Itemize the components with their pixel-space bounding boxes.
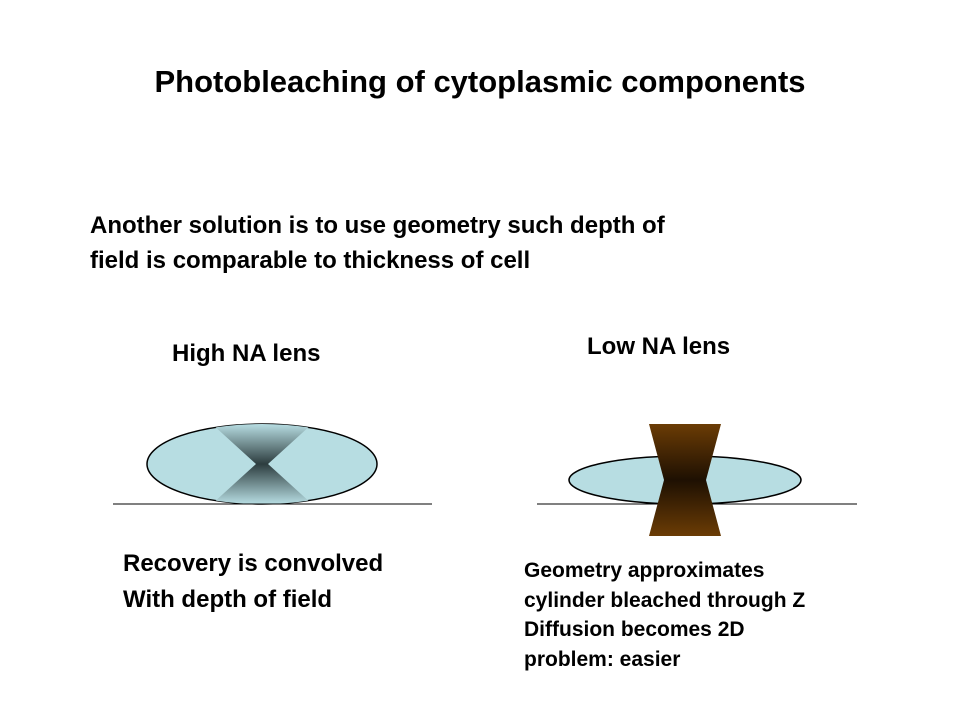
intro-text: Another solution is to use geometry such…: [90, 208, 890, 278]
low-na-caption-line-2: cylinder bleached through Z: [524, 588, 806, 612]
low-na-caption-line-3: Diffusion becomes 2D: [524, 618, 745, 641]
intro-line-1: Another solution is to use geometry such…: [90, 212, 665, 239]
low-na-caption-line-1: Geometry approximates: [524, 559, 765, 582]
low-na-caption: Geometry approximates cylinder bleached …: [524, 556, 805, 674]
high-na-caption-line-1: Recovery is convolved: [123, 550, 384, 577]
bleach-hourglass-left: [212, 424, 312, 504]
bleach-cone-right: [649, 424, 721, 536]
low-na-label: Low NA lens: [587, 333, 731, 360]
low-na-caption-line-4: problem: easier: [524, 647, 681, 671]
intro-line-2: field is comparable to thickness of cell: [90, 247, 531, 274]
high-na-caption-line-2: With depth of field: [123, 586, 333, 613]
high-na-diagram: [113, 423, 432, 505]
high-na-caption: Recovery is convolved With depth of fiel…: [123, 546, 383, 618]
low-na-diagram: [537, 424, 857, 536]
slide-title: Photobleaching of cytoplasmic components: [154, 64, 806, 99]
high-na-label: High NA lens: [172, 340, 321, 367]
